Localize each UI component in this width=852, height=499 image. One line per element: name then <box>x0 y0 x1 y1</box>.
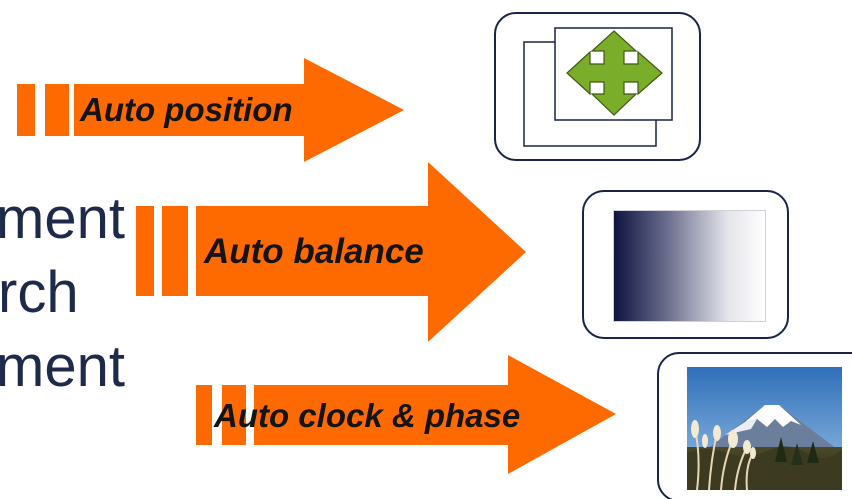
arrow-label-auto-balance: Auto balance <box>204 232 424 271</box>
arrow-2-body <box>196 162 526 342</box>
arrow-3-stripe-1 <box>196 385 212 445</box>
arrow-1-stripe-2 <box>45 84 69 136</box>
panel-auto-clock-phase <box>657 352 852 499</box>
arrow-1-body <box>74 58 404 162</box>
arrow-3-body <box>254 355 616 474</box>
arrow-1-stripe-1 <box>17 84 35 136</box>
gradient-swatch <box>613 210 766 322</box>
background-text-line-2: rch <box>0 260 79 325</box>
arrow-auto-position <box>17 58 404 162</box>
move-arrows-icon <box>523 27 673 147</box>
background-text-line-1: ment <box>0 186 125 251</box>
background-text-line-3: ment <box>0 334 125 399</box>
arrow-3-stripe-2 <box>222 385 246 445</box>
arrow-auto-balance <box>136 162 526 342</box>
arrow-2-stripe-1 <box>136 206 154 296</box>
arrow-label-auto-position: Auto position <box>80 91 293 128</box>
panel-auto-balance <box>582 190 789 339</box>
arrow-2-stripe-2 <box>162 206 188 296</box>
arrow-auto-clock-phase <box>196 355 616 474</box>
arrow-label-auto-clock-phase: Auto clock & phase <box>214 397 521 434</box>
panel-auto-position <box>494 12 701 161</box>
mount-fuji-photo <box>687 367 842 490</box>
